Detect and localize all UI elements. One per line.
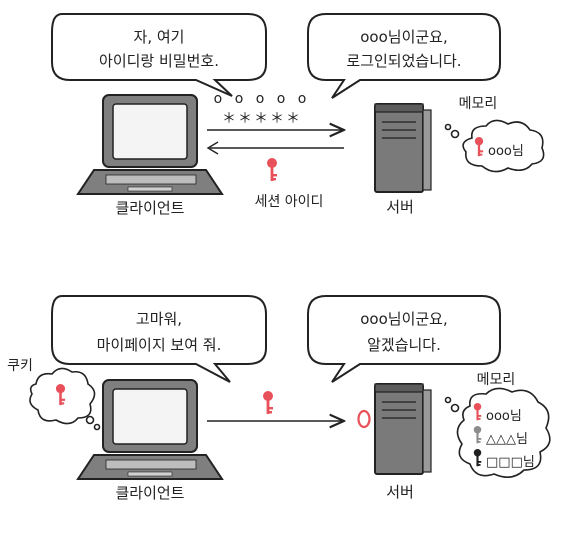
- credentials-password-text: ＊＊＊＊＊: [222, 111, 302, 127]
- server-speech-bubble-2: ooo님이군요, 알겠습니다.: [307, 295, 501, 383]
- client-laptop-icon: [76, 94, 224, 195]
- server-tower-icon: [374, 103, 432, 193]
- client-speech-bubble: 자, 여기 아이디랑 비밀번호.: [51, 13, 267, 97]
- client-cookie-cloud: [29, 367, 101, 431]
- response-arrowhead: [206, 141, 219, 155]
- panel-login: 자, 여기 아이디랑 비밀번호. ooo님이군요, 로그인되었습니다. 클라이언…: [51, 13, 545, 217]
- client-bubble-2-line-1: 고마워,: [136, 310, 182, 328]
- client-laptop-icon-2: [76, 379, 224, 480]
- session-id-label: 세션 아이디: [255, 194, 324, 210]
- sent-cookie-key-icon: [263, 391, 273, 414]
- server-bubble-line-2: 로그인되었습니다.: [346, 52, 461, 70]
- memory-entry-3: □□□님: [486, 455, 535, 470]
- match-indicator-icon: [357, 409, 371, 429]
- client-label-2: 클라이언트: [115, 484, 184, 502]
- server-tower-icon-2: [374, 383, 432, 475]
- memory-entry-1: ooo님: [486, 409, 522, 424]
- server-memory-cloud: ooo님: [444, 119, 545, 173]
- memory-label: 메모리: [459, 96, 498, 112]
- memory-label-2: 메모리: [477, 372, 516, 388]
- client-bubble-line-1: 자, 여기: [134, 28, 185, 46]
- client-bubble-2-line-2: 마이페이지 보여 줘.: [97, 336, 222, 354]
- client-speech-bubble-2: 고마워, 마이페이지 보여 줘.: [51, 295, 267, 383]
- server-label-2: 서버: [386, 483, 414, 501]
- server-memory-cloud-2: ooo님 △△△님 □□□님: [444, 387, 551, 478]
- cookie-label: 쿠키: [7, 358, 33, 374]
- client-bubble-line-2: 아이디랑 비밀번호.: [99, 52, 219, 70]
- panel-request-with-cookie: 고마워, 마이페이지 보여 줘. ooo님이군요, 알겠습니다. 쿠키 클라이언…: [7, 295, 551, 502]
- credentials-id-text: o o o o o: [214, 91, 311, 107]
- memory-entry-text: ooo님: [488, 144, 524, 159]
- server-bubble-2-line-1: ooo님이군요,: [360, 310, 448, 328]
- server-bubble-2-line-2: 알겠습니다.: [367, 336, 441, 354]
- server-bubble-line-1: ooo님이군요,: [360, 28, 448, 46]
- server-label: 서버: [386, 198, 414, 216]
- client-label: 클라이언트: [115, 199, 184, 217]
- memory-entry-2: △△△님: [486, 432, 528, 447]
- session-key-icon: [267, 158, 277, 181]
- server-speech-bubble: ooo님이군요, 로그인되었습니다.: [307, 13, 501, 99]
